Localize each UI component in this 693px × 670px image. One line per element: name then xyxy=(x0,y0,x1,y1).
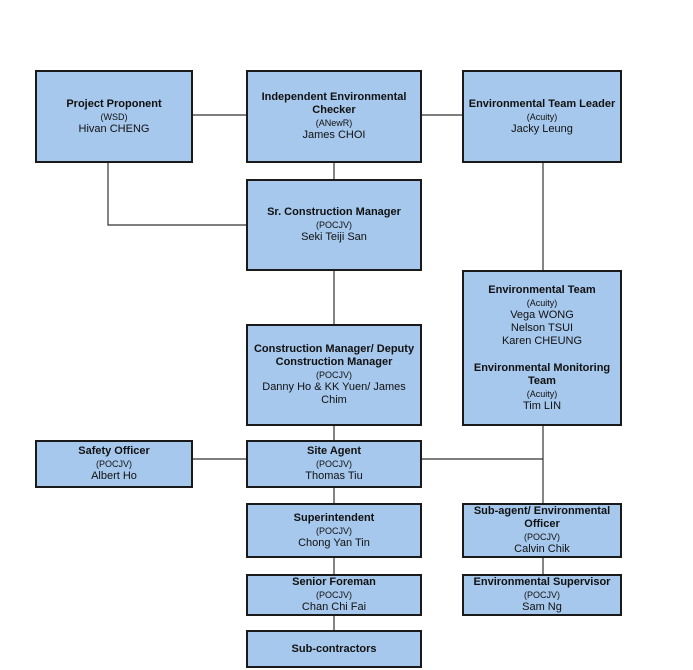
box-person: Calvin Chik xyxy=(514,543,570,555)
box-org: (POCJV) xyxy=(316,459,352,469)
box-person: Chan Chi Fai xyxy=(301,601,367,613)
box-title: Sr. Construction Manager xyxy=(267,206,401,218)
sr-construction-manager-box: Sr. Construction Manager (POCJV) Seki Te… xyxy=(246,179,422,271)
box-org: (POCJV) xyxy=(524,532,560,542)
superintendent-box: Superintendent (POCJV) Chong Yan Tin xyxy=(246,503,422,558)
box-title: Environmental Team Leader xyxy=(468,97,616,110)
box-org: (POCJV) xyxy=(316,525,352,536)
box-title: Project Proponent xyxy=(66,97,162,110)
box-org: (POCJV) xyxy=(316,220,352,230)
box-org: (Acuity) xyxy=(526,297,558,308)
box-org: (Acuity) xyxy=(526,111,558,122)
safety-officer-box: Safety Officer (POCJV) Albert Ho xyxy=(35,440,193,488)
box-title: Site Agent xyxy=(307,445,361,457)
monitoring-team-org: (Acuity) xyxy=(526,388,558,399)
box-title: Superintendent xyxy=(293,511,375,524)
box-person: Chong Yan Tin xyxy=(298,536,370,549)
sub-contractors-box: Sub-contractors xyxy=(246,630,422,668)
box-title: Sub-contractors xyxy=(291,642,377,655)
box-person: James CHOI xyxy=(302,129,366,141)
box-org: (ANewR) xyxy=(315,118,353,128)
environmental-supervisor-box: Environmental Supervisor (POCJV) Sam Ng xyxy=(462,574,622,616)
box-title: Sub-agent/ Environmental Officer xyxy=(473,505,611,530)
senior-foreman-box: Senior Foreman (POCJV) Chan Chi Fai xyxy=(246,574,422,616)
etl-box: Environmental Team Leader (Acuity) Jacky… xyxy=(462,70,622,163)
box-title: Environmental Team xyxy=(488,283,596,296)
box-person: Thomas Tiu xyxy=(305,470,363,482)
box-person: Seki Teiji San xyxy=(301,231,367,243)
box-title: Environmental Supervisor xyxy=(473,576,611,588)
iec-box: Independent Environmental Checker (ANewR… xyxy=(246,70,422,163)
box-person: Sam Ng xyxy=(522,601,562,613)
box-title: Construction Manager/ Deputy Constructio… xyxy=(253,343,415,368)
box-org: (POCJV) xyxy=(316,370,352,380)
box-org: (POCJV) xyxy=(524,590,560,600)
box-title: Independent Environmental Checker xyxy=(261,91,407,116)
box-org: (POCJV) xyxy=(316,590,352,600)
connector-proponent-scm xyxy=(107,162,247,226)
box-person: Albert Ho xyxy=(91,470,137,482)
monitoring-team-person: Tim LIN xyxy=(522,399,562,412)
box-org: (WSD) xyxy=(100,111,128,122)
box-title: Senior Foreman xyxy=(292,576,376,588)
box-title: Safety Officer xyxy=(78,445,150,457)
environmental-team-box: Environmental Team (Acuity) Vega WONG Ne… xyxy=(462,270,622,426)
team-member: Karen CHEUNG xyxy=(501,334,583,347)
box-org: (POCJV) xyxy=(96,459,132,469)
sub-agent-box: Sub-agent/ Environmental Officer (POCJV)… xyxy=(462,503,622,558)
monitoring-team-title: Environmental Monitoring Team xyxy=(473,361,611,387)
project-proponent-box: Project Proponent (WSD) Hivan CHENG xyxy=(35,70,193,163)
box-person: Jacky Leung xyxy=(511,122,573,135)
construction-manager-box: Construction Manager/ Deputy Constructio… xyxy=(246,324,422,426)
team-member: Vega WONG xyxy=(510,308,574,321)
site-agent-box: Site Agent (POCJV) Thomas Tiu xyxy=(246,440,422,488)
box-person: Hivan CHENG xyxy=(78,122,150,135)
box-person: Danny Ho & KK Yuen/ James Chim xyxy=(262,381,406,406)
team-member: Nelson TSUI xyxy=(510,321,574,334)
